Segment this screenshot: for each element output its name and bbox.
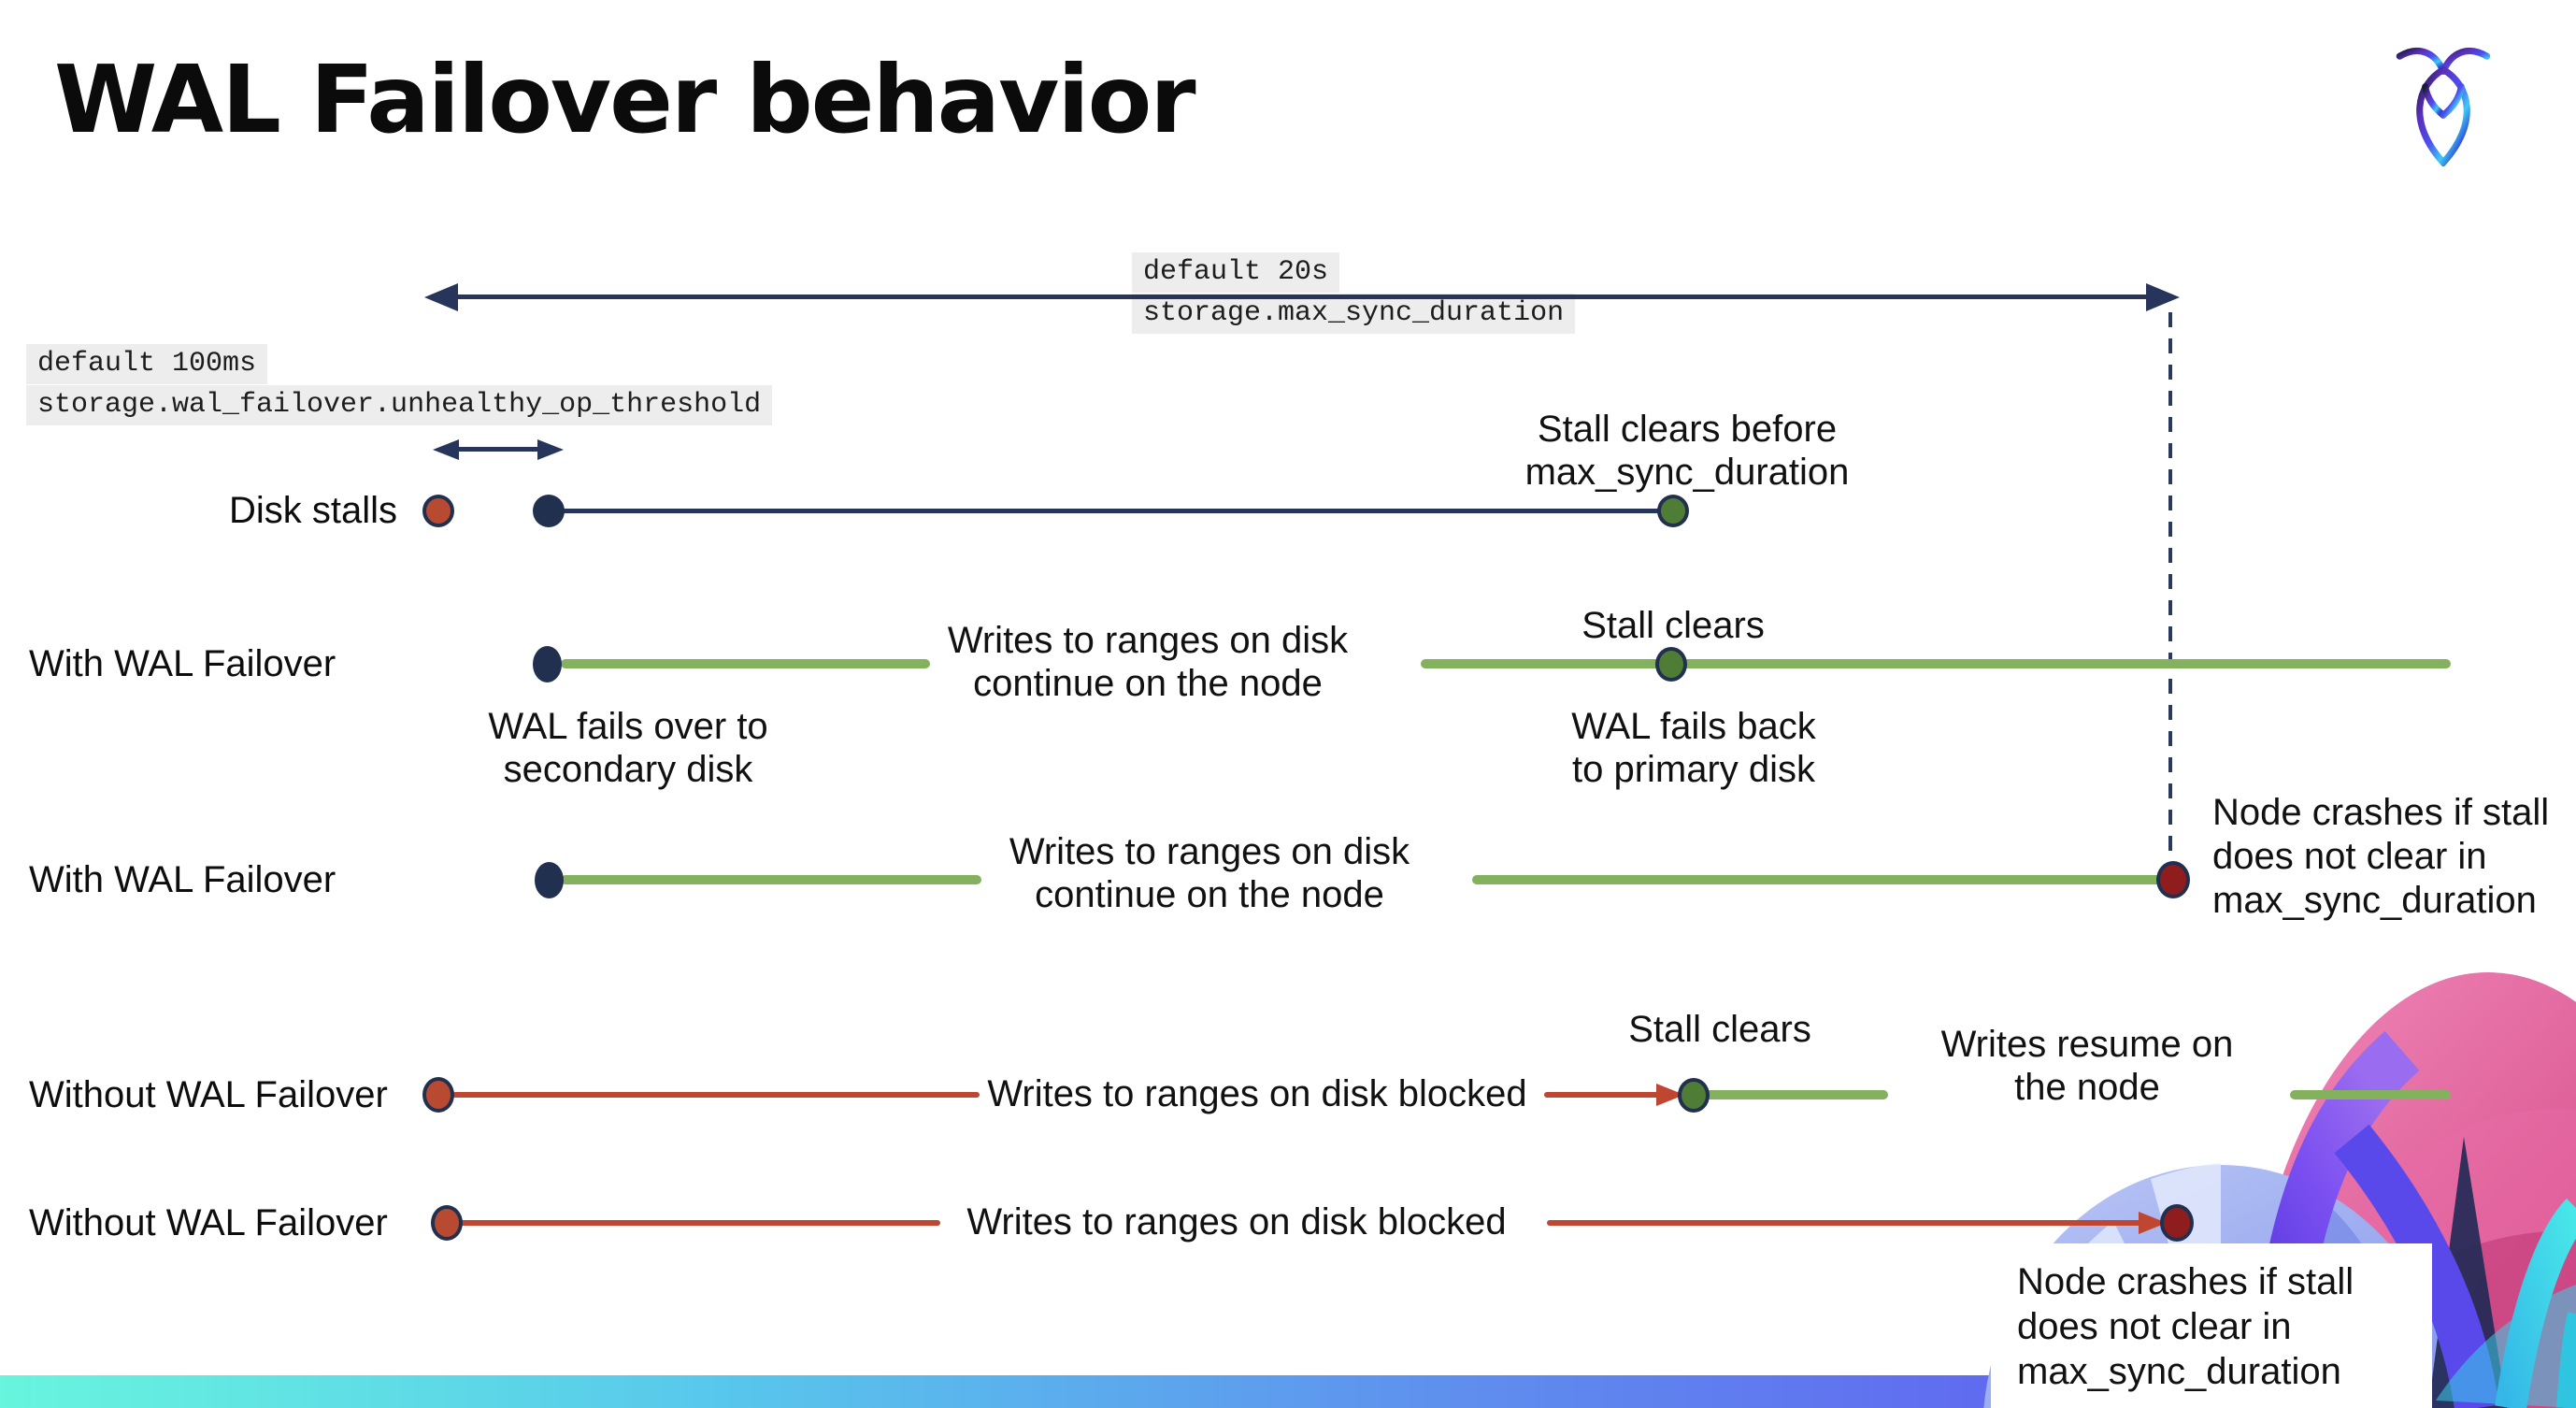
writes-resume-text-line1: Writes resume on xyxy=(1940,1024,2234,1065)
writes-resume-line-3b xyxy=(2290,1090,2451,1099)
row-label-without-wal-failover-2: Without WAL Failover xyxy=(29,1202,388,1243)
max-sync-deadline-dashed-line xyxy=(2168,312,2172,856)
stall-clears-dot xyxy=(1657,495,1689,527)
failback-primary-line1: WAL fails back xyxy=(1571,706,1816,747)
writes-continue-text-1-line1: Writes to ranges on disk xyxy=(947,620,1349,661)
unhealthy-op-default-label: default 100ms xyxy=(26,344,268,384)
max-sync-arrowhead-right-icon xyxy=(2146,283,2180,311)
writes-continue-text-2-line2: continue on the node xyxy=(1035,874,1384,915)
writes-blocked-text-4: Writes to ranges on disk blocked xyxy=(966,1201,1507,1243)
failover-start-dot-1 xyxy=(533,646,562,682)
node-crash-text-2-line2: does not clear in xyxy=(2017,1306,2292,1347)
page-title: WAL Failover behavior xyxy=(54,45,1196,154)
row-label-without-wal-failover-1: Without WAL Failover xyxy=(29,1074,388,1115)
stall-clears-before-line1: Stall clears before xyxy=(1537,409,1838,450)
cockroachdb-logo-icon xyxy=(2396,47,2491,166)
node-crash-dot-1 xyxy=(2156,861,2190,898)
max-sync-arrow-line xyxy=(456,295,2150,299)
disk-stalls-timeline xyxy=(549,509,1673,513)
node-crash-text-1-line2: does not clear in xyxy=(2212,836,2487,877)
stall-start-dot-4 xyxy=(431,1205,463,1241)
failover-secondary-line2: secondary disk xyxy=(503,749,753,790)
node-crash-callout-box xyxy=(1991,1243,2432,1408)
writes-blocked-line-3 xyxy=(452,1092,980,1098)
stall-start-dot-3 xyxy=(422,1077,454,1113)
threshold-arrow-line xyxy=(455,447,541,452)
writes-blocked-line-4 xyxy=(460,1220,940,1226)
stall-clears-text-3: Stall clears xyxy=(1628,1009,1811,1050)
stall-clears-dot-1 xyxy=(1655,647,1687,682)
row-label-with-wal-failover-1: With WAL Failover xyxy=(29,643,336,684)
max-sync-arrowhead-left-icon xyxy=(424,283,458,311)
max-sync-setting-label: storage.max_sync_duration xyxy=(1132,294,1576,334)
node-crash-text-1-line1: Node crashes if stall xyxy=(2212,792,2550,833)
writes-blocked-text-3: Writes to ranges on disk blocked xyxy=(987,1073,1527,1114)
row-label-with-wal-failover-2: With WAL Failover xyxy=(29,859,336,900)
stall-clears-text-1: Stall clears xyxy=(1581,605,1765,646)
writes-resume-line-3a xyxy=(1705,1090,1888,1099)
writes-continue-line-1b xyxy=(1421,659,2451,668)
blocked-arrow-line-3 xyxy=(1544,1092,1660,1098)
writes-continue-line-2a xyxy=(561,875,981,884)
writes-continue-text-1-line2: continue on the node xyxy=(973,663,1323,704)
failover-start-dot-2 xyxy=(535,862,564,898)
unhealthy-op-setting-label: storage.wal_failover.unhealthy_op_thresh… xyxy=(26,385,773,425)
disk-stall-start-dot xyxy=(422,495,454,527)
failover-secondary-line1: WAL fails over to xyxy=(488,706,768,747)
stall-clears-dot-3 xyxy=(1678,1078,1710,1113)
node-crash-text-2-line1: Node crashes if stall xyxy=(2017,1261,2354,1302)
stall-clears-before-line2: max_sync_duration xyxy=(1524,452,1850,493)
writes-resume-text-line2: the node xyxy=(2014,1067,2160,1108)
threshold-reached-dot xyxy=(533,495,565,527)
row-label-disk-stalls: Disk stalls xyxy=(229,490,398,531)
writes-continue-line-2b xyxy=(1472,875,2161,884)
threshold-arrowhead-right-icon xyxy=(537,439,564,460)
max-sync-default-label: default 20s xyxy=(1132,252,1340,293)
writes-continue-text-2-line1: Writes to ranges on disk xyxy=(1009,831,1410,872)
threshold-arrowhead-left-icon xyxy=(433,439,459,460)
failback-primary-line2: to primary disk xyxy=(1571,749,1816,790)
node-crash-text-1-line3: max_sync_duration xyxy=(2212,880,2537,921)
node-crash-dot-2 xyxy=(2160,1204,2194,1242)
writes-continue-line-1a xyxy=(561,659,930,668)
blocked-arrow-line-4 xyxy=(1547,1220,2142,1226)
node-crash-text-2-line3: max_sync_duration xyxy=(2017,1351,2341,1392)
